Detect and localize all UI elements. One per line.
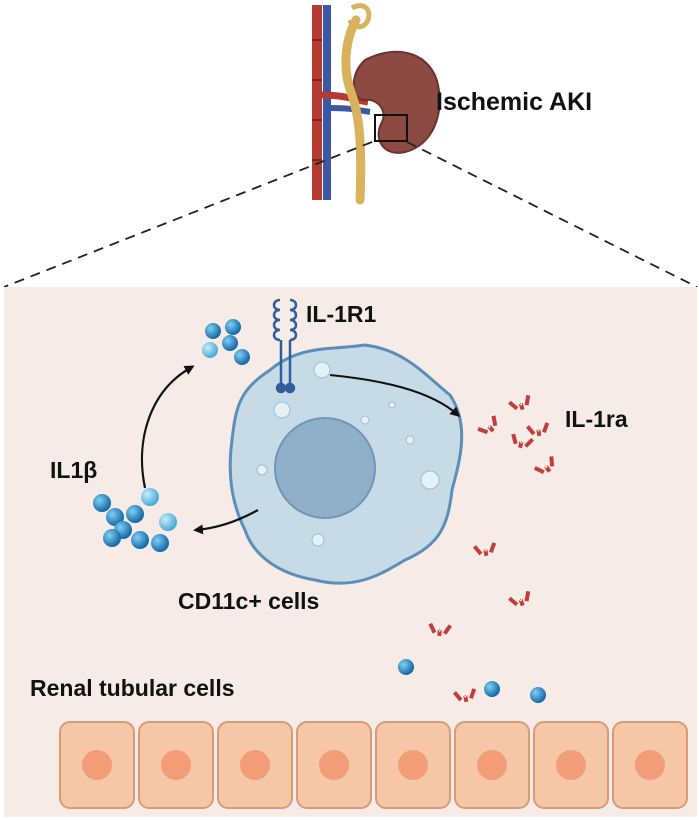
receptor-label: IL-1R1 [306,301,377,327]
il1b-free-molecules [398,659,546,703]
zoom-box [374,114,408,142]
tubular-cell-icon [533,721,609,809]
tubular-cell-icon [217,721,293,809]
zoom-lines [3,141,698,288]
tubular-cell-icon [612,721,688,809]
tubular-cell-icon [454,721,530,809]
secretion-arrow-il1ra [329,374,461,417]
tubular-cell-icon [138,721,214,809]
artery-icon [312,5,322,200]
ureter-icon [341,15,366,205]
cytokine-label: IL1β [50,457,97,483]
antagonist-label: IL-1ra [565,406,628,432]
tubular-cell-icon [375,721,451,809]
immune-cells-label: CD11c+ cells [178,588,319,614]
kidney-icon [352,50,441,154]
release-arrow-il1b [140,365,195,489]
epithelium-label: Renal tubular cells [30,675,235,701]
secretion-arrow-il1b [193,509,259,535]
il1b-molecule-cluster-top [202,319,250,365]
tubular-cell-row [59,721,688,809]
macrophage-cell-icon [228,343,464,585]
tubular-cell-icon [296,721,372,809]
kidney-illustration [312,3,441,205]
organ-title: Ischemic AKI [436,88,592,116]
tubular-cell-icon [59,721,135,809]
vein-icon [323,5,331,200]
receptor-icon [272,298,298,394]
il1b-molecule-cluster-bottom [93,488,177,552]
nucleus [274,417,376,519]
